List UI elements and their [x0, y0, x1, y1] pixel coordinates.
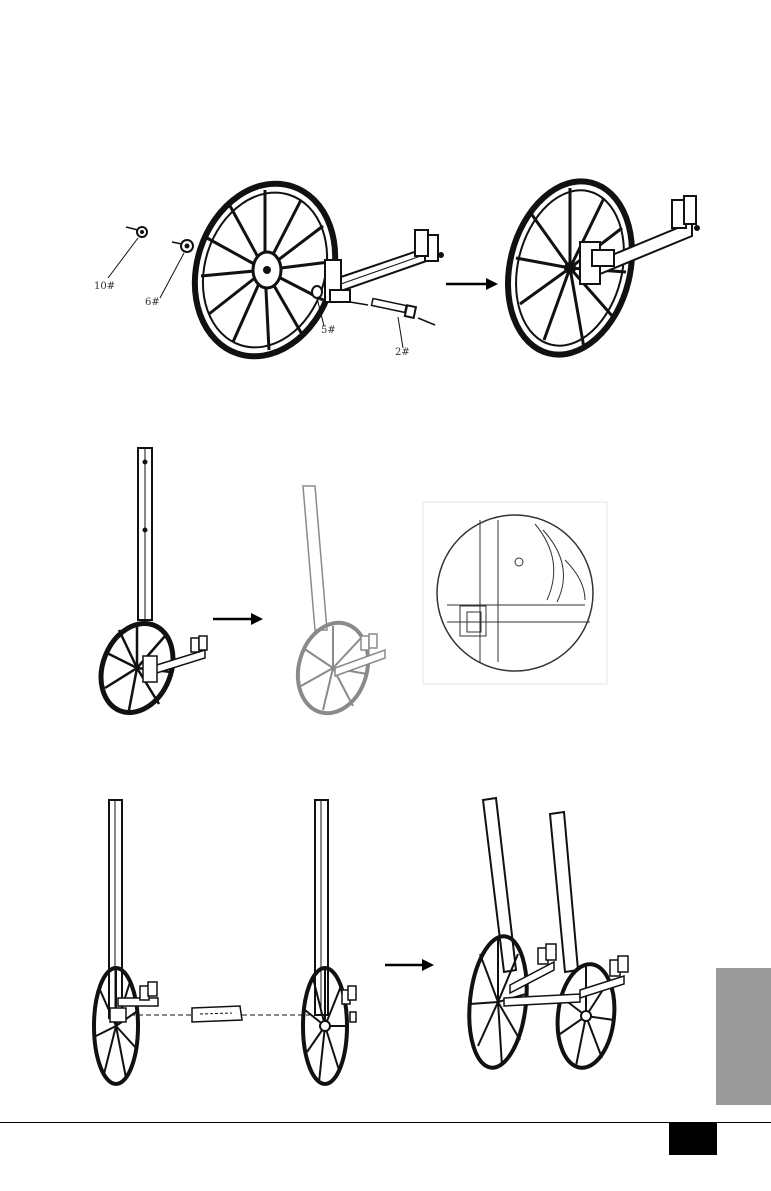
- nut-label: 10#: [94, 281, 115, 292]
- right-wheel-assembly: [303, 800, 356, 1084]
- step1-arrow: [446, 278, 498, 290]
- assembled-wheel-result: [490, 168, 649, 368]
- side-tab: [716, 968, 771, 1105]
- step2-arrow: [213, 613, 263, 625]
- washer-part: [160, 240, 193, 298]
- assembled-cart-result: [463, 798, 628, 1071]
- washer-label: 6#: [145, 297, 160, 308]
- step3-arrow: [385, 959, 434, 971]
- step1-figure: [80, 150, 720, 395]
- axle-bar-part: [325, 230, 443, 302]
- step2-figure: [95, 440, 615, 725]
- nut-part: [108, 227, 147, 278]
- spacer-label: 5#: [321, 325, 336, 336]
- left-wheel-assembly: [94, 800, 158, 1084]
- bolt-label: 2#: [395, 347, 410, 358]
- step3-figure: [80, 790, 650, 1100]
- connector-tube-part: [130, 1006, 310, 1022]
- joint-detail-inset: [423, 502, 607, 684]
- footer-rule: [0, 1122, 771, 1123]
- upright-tube-part: [138, 448, 152, 620]
- bolt-part: [350, 299, 435, 348]
- light-assembled-result: [288, 486, 385, 722]
- page-number-box: [669, 1122, 717, 1155]
